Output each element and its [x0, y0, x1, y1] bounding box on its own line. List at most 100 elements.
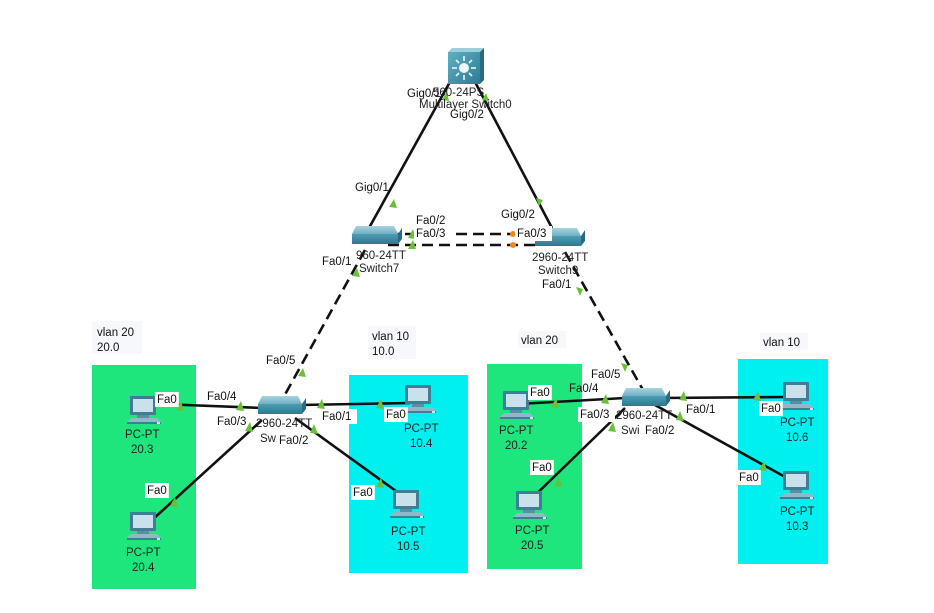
port-up-icon	[352, 268, 360, 277]
pc-name-label: 20.4	[132, 562, 155, 574]
port-label-text: Fa0/1	[542, 279, 571, 291]
port-label-text: Gig0/2	[501, 209, 535, 221]
pc-name-label: 20.5	[521, 540, 543, 552]
mls-model-label: 560-24PS	[433, 87, 484, 99]
link-swleft-pc104[interactable]	[299, 401, 411, 407]
port-label-text: Gig0/1	[355, 182, 389, 194]
pc-icon[interactable]	[513, 491, 547, 519]
port-label: Gig0/2	[450, 109, 484, 121]
port-blocked-icon	[510, 231, 516, 237]
port-up-icon	[389, 199, 397, 208]
port-label: Fa0/1	[322, 256, 351, 268]
note-right-vlan20[interactable]: vlan 20	[518, 331, 566, 348]
port-label-text: Fa0/4	[207, 391, 237, 403]
port-label-text: Gig0/2	[450, 109, 484, 121]
port-label-text: Fa0/2	[645, 425, 674, 437]
mls-name-label: Multilayer Switch0	[419, 99, 512, 111]
swleft-name-label: Sw	[260, 433, 277, 445]
port-label-text: Fa0	[761, 403, 781, 415]
port-label: Fa0/3	[414, 226, 451, 241]
port-up-icon	[551, 398, 559, 408]
port-label: Fa0/3	[515, 226, 552, 241]
link-swleft-pc204[interactable]	[151, 419, 263, 521]
switch-right-icon[interactable]	[622, 388, 670, 406]
pc-model-label: PC-PT	[780, 506, 815, 518]
link-sw9-swright[interactable]	[563, 251, 645, 391]
switch7-icon[interactable]	[352, 226, 402, 244]
note-right-vlan10[interactable]: vlan 10	[760, 333, 808, 350]
port-label-text: Fa0	[157, 394, 177, 406]
link-swright-pc106[interactable]	[659, 395, 789, 400]
links	[151, 79, 789, 521]
port-label: Fa0/1	[542, 279, 571, 291]
port-label-text: Fa0/2	[416, 215, 445, 227]
pc-icon[interactable]	[780, 471, 814, 499]
port-up-icon	[376, 399, 384, 409]
port-labels: Gig0/1Gig0/2Gig0/1Fa0/2Fa0/3Fa0/1Gig0/2F…	[145, 88, 783, 500]
port-label: Fa0	[737, 470, 761, 485]
port-label-text: Fa0/4	[569, 383, 599, 395]
port-label-text: Fa0	[353, 487, 373, 499]
port-label: Fa0	[351, 485, 375, 500]
note-left-vlan10[interactable]: vlan 10 10.0	[368, 326, 416, 359]
port-label: Fa0/1	[320, 409, 357, 424]
switch7-model-label: 960-24TT	[356, 250, 406, 262]
swright-model-label: 2960-24TT	[616, 410, 672, 422]
port-label: Fa0	[759, 401, 783, 416]
pc-icon[interactable]	[500, 391, 534, 419]
port-label-text: Fa0	[530, 387, 550, 399]
port-indicators	[170, 92, 767, 507]
port-label: Fa0/5	[266, 355, 295, 367]
port-up-icon	[554, 477, 562, 487]
link-swright-pc205[interactable]	[524, 407, 626, 506]
pc-icon[interactable]	[780, 382, 814, 410]
note-line: vlan 10	[763, 337, 800, 349]
port-label: Fa0	[145, 483, 169, 498]
port-up-icon	[317, 399, 325, 409]
port-up-icon	[536, 198, 543, 206]
pc-name-label: 20.2	[505, 440, 527, 452]
pc-name-label: 10.3	[786, 521, 808, 533]
link-mls-switch7[interactable]	[367, 79, 453, 229]
note-left-vlan20[interactable]: vlan 20 20.0	[92, 321, 142, 354]
port-label-text: Fa0	[147, 485, 167, 497]
multilayer-switch-icon[interactable]	[448, 48, 484, 84]
pc-model-label: PC-PT	[499, 425, 534, 437]
port-up-icon	[310, 424, 318, 434]
device-labels: 560-24PS Multilayer Switch0 960-24TT Swi…	[125, 87, 815, 574]
note-line: 10.0	[372, 346, 394, 358]
pc-icon[interactable]	[127, 396, 161, 424]
port-label: Fa0/1	[684, 402, 721, 417]
port-label: Fa0	[384, 407, 408, 422]
port-label-text: Fa0/3	[217, 416, 246, 428]
pc-model-label: PC-PT	[515, 525, 550, 537]
pc-model-label: PC-PT	[780, 417, 815, 429]
switch-left-icon[interactable]	[258, 396, 306, 414]
pc-name-label: 10.5	[397, 541, 419, 553]
port-label-text: Fa0/1	[686, 404, 715, 416]
port-up-icon	[245, 422, 253, 432]
pc-icon[interactable]	[127, 512, 161, 540]
port-label-text: Fa0	[386, 409, 406, 421]
switch9-name-label: Switch9	[538, 265, 578, 277]
note-line: vlan 20	[521, 335, 558, 347]
pc-model-label: PC-PT	[125, 429, 160, 441]
port-up-icon	[576, 287, 583, 296]
port-label-text: Gig0/1	[407, 88, 441, 100]
pcs	[127, 382, 814, 540]
port-up-icon	[408, 240, 416, 249]
port-label: Fa0	[155, 392, 179, 407]
port-label-text: Fa0/5	[266, 355, 295, 367]
port-up-icon	[601, 394, 609, 404]
port-label-text: Fa0/1	[322, 411, 351, 423]
port-up-icon	[236, 401, 244, 411]
port-label: Gig0/1	[407, 88, 441, 100]
port-label: Fa0/3	[217, 416, 246, 428]
pc-icon[interactable]	[390, 490, 424, 518]
switch7-name-label: Switch7	[359, 263, 399, 275]
port-up-icon	[176, 401, 184, 411]
port-label-text: Fa0/5	[591, 369, 620, 381]
link-sw7-swleft[interactable]	[280, 249, 367, 401]
pc-icon[interactable]	[402, 385, 436, 413]
